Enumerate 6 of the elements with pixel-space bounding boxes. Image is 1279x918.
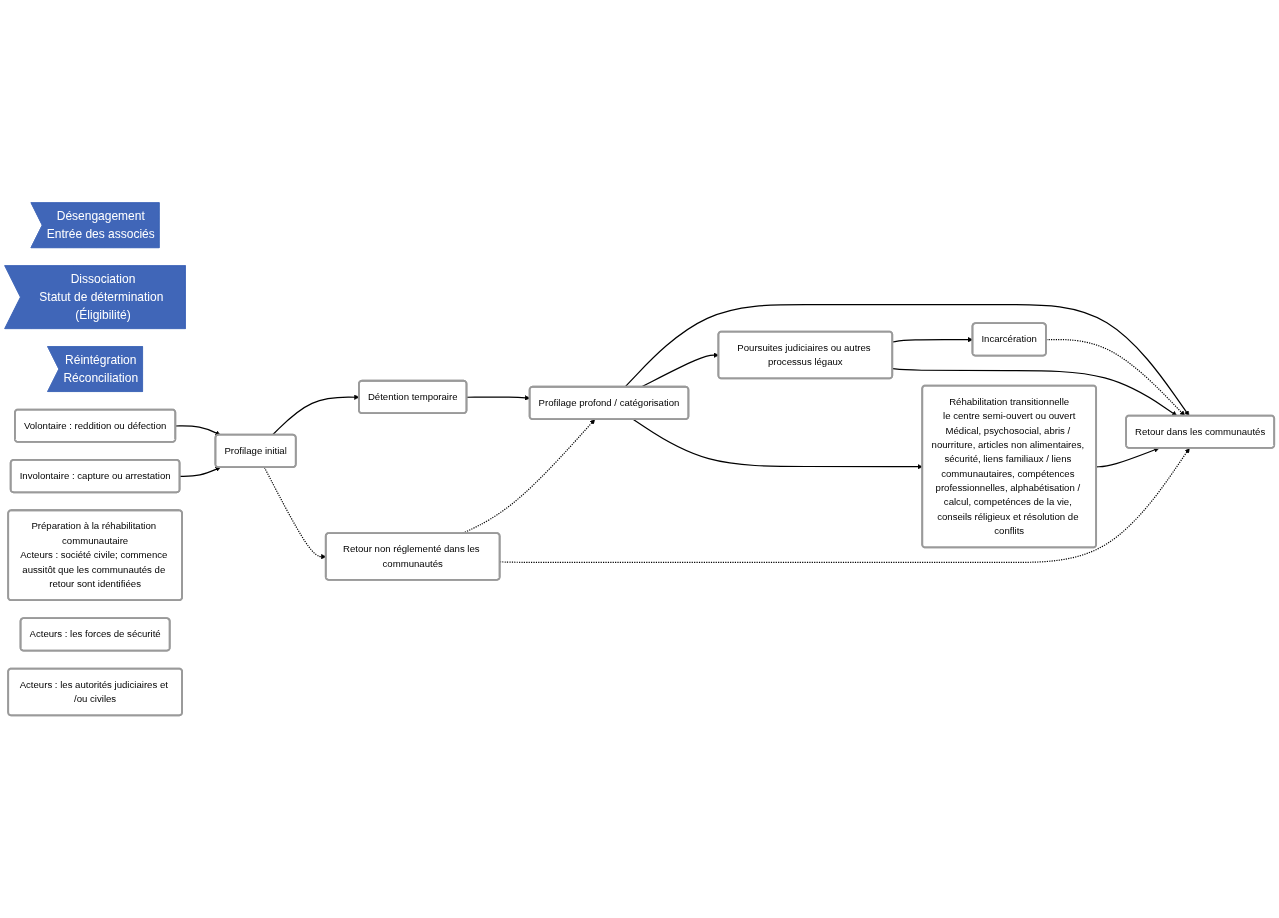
arrow [499,447,1190,564]
arrow [179,466,221,477]
arrow [462,419,596,534]
arrow [175,425,221,436]
arrow [624,304,1190,417]
arrow [632,418,923,470]
